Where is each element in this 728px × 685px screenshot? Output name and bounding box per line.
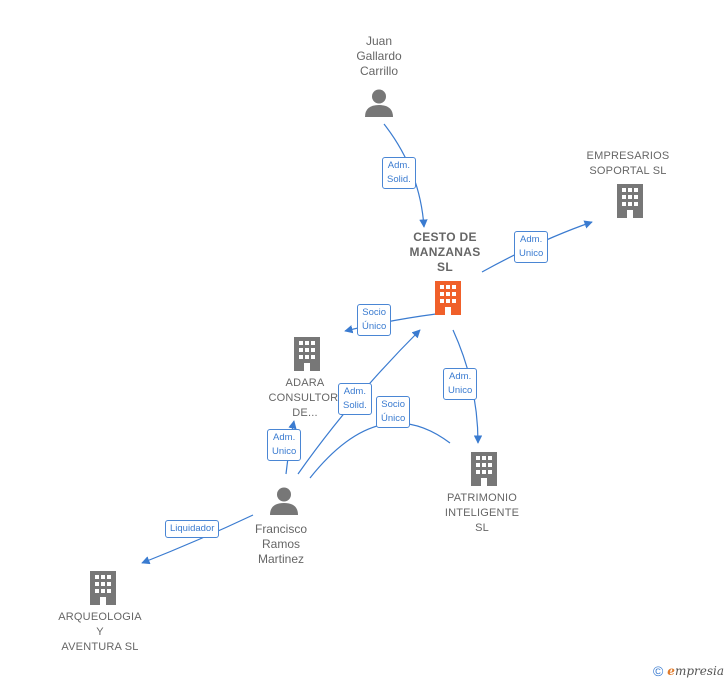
edge-label-line: Adm. bbox=[273, 432, 296, 443]
footer-brand[interactable]: © empresia bbox=[653, 663, 724, 679]
node-empresarios-line-2: SOPORTAL SL bbox=[589, 165, 667, 177]
node-arqueologia-line-3: AVENTURA SL bbox=[61, 641, 139, 653]
edge-label-cesto-patrimonio[interactable]: Adm. Unico bbox=[443, 368, 478, 400]
node-arqueologia-line-1: ARQUEOLOGIA bbox=[58, 611, 142, 623]
node-arqueologia-line-2: Y bbox=[96, 626, 104, 638]
edge-label-cesto-self[interactable]: Socio Único bbox=[357, 304, 392, 336]
edge-label-line: Único bbox=[381, 413, 406, 424]
edge-label-line: Adm. bbox=[343, 386, 366, 397]
edge-label-line: Adm. bbox=[449, 371, 472, 382]
node-francisco-label[interactable]: Francisco Ramos Martinez bbox=[241, 522, 321, 567]
edge-label-juan-cesto[interactable]: Adm. Solid. bbox=[382, 157, 416, 189]
edge-label-francisco-adara[interactable]: Adm. Unico bbox=[267, 429, 302, 461]
node-juan-label[interactable]: Juan Gallardo Carrillo bbox=[339, 34, 419, 79]
edge-label-francisco-arqueologia[interactable]: Liquidador bbox=[165, 520, 220, 538]
building-icon[interactable] bbox=[614, 184, 646, 218]
node-juan-line-1: Juan bbox=[365, 34, 393, 48]
edge-label-line: Solid. bbox=[387, 174, 411, 185]
node-patrimonio-line-3: SL bbox=[475, 522, 489, 534]
node-adara-line-1: ADARA bbox=[285, 377, 325, 389]
node-adara-line-2: CONSULTORI bbox=[268, 392, 342, 404]
edge-label-line: Unico bbox=[519, 248, 544, 259]
node-cesto-line-3: SL bbox=[437, 260, 453, 274]
edge-francisco-arqueologia[interactable] bbox=[141, 514, 254, 565]
node-adara-label[interactable]: ADARA CONSULTORI DE... bbox=[255, 376, 355, 421]
brand-logo: empresia bbox=[667, 664, 724, 678]
node-arqueologia-label[interactable]: ARQUEOLOGIA Y AVENTURA SL bbox=[50, 610, 150, 655]
node-cesto-line-1: CESTO DE bbox=[413, 230, 477, 244]
node-francisco-line-2: Ramos bbox=[261, 537, 300, 551]
edge-label-line: Adm. bbox=[387, 160, 410, 171]
node-cesto-label[interactable]: CESTO DE MANZANAS SL bbox=[395, 230, 495, 275]
brand-initial: e bbox=[667, 664, 675, 678]
building-icon[interactable] bbox=[87, 571, 119, 605]
edge-label-line: Liquidador bbox=[170, 523, 215, 534]
focus-building-icon[interactable] bbox=[432, 281, 464, 315]
edge-label-line: Unico bbox=[272, 446, 297, 457]
edge-label-line: Único bbox=[362, 321, 387, 332]
node-cesto-line-2: MANZANAS bbox=[409, 245, 481, 259]
edge-label-francisco-patrimonio[interactable]: Socio Único bbox=[376, 396, 411, 428]
node-francisco-line-3: Martinez bbox=[257, 552, 304, 566]
edge-label-line: Unico bbox=[448, 385, 473, 396]
edge-francisco-patrimonio[interactable] bbox=[309, 422, 451, 479]
copyright-icon: © bbox=[652, 663, 664, 679]
node-empresarios-line-1: EMPRESARIOS bbox=[586, 150, 670, 162]
node-juan-line-2: Gallardo bbox=[356, 49, 402, 63]
node-patrimonio-label[interactable]: PATRIMONIO INTELIGENTE SL bbox=[432, 491, 532, 536]
building-icon[interactable] bbox=[291, 337, 323, 371]
node-francisco-line-1: Francisco bbox=[254, 522, 307, 536]
node-juan-line-3: Carrillo bbox=[359, 64, 398, 78]
edge-label-line: Socio bbox=[362, 307, 387, 318]
edge-label-line: Socio bbox=[381, 399, 406, 410]
edge-label-cesto-empresarios[interactable]: Adm. Unico bbox=[514, 231, 549, 263]
building-icon[interactable] bbox=[468, 452, 500, 486]
node-patrimonio-line-1: PATRIMONIO bbox=[446, 492, 518, 504]
brand-name: mpresia bbox=[674, 664, 724, 678]
node-adara-line-3: DE... bbox=[292, 407, 318, 419]
person-icon[interactable] bbox=[364, 88, 394, 118]
node-empresarios-label[interactable]: EMPRESARIOS SOPORTAL SL bbox=[578, 149, 678, 179]
edge-label-francisco-cesto[interactable]: Adm. Solid. bbox=[338, 383, 372, 415]
edge-label-line: Adm. bbox=[520, 234, 543, 245]
person-icon[interactable] bbox=[269, 486, 299, 516]
node-patrimonio-line-2: INTELIGENTE bbox=[444, 507, 520, 519]
edge-label-line: Solid. bbox=[343, 400, 367, 411]
